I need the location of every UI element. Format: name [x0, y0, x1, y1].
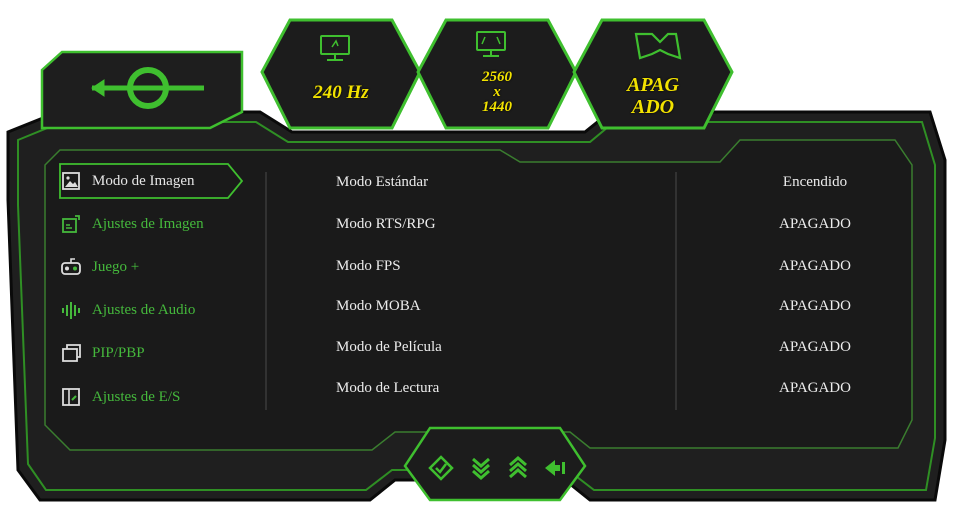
monitor-refresh-icon	[320, 35, 350, 61]
resolution-height: 1440	[482, 99, 512, 115]
mode-rts-rpg-value[interactable]: APAGADO	[779, 216, 851, 232]
gamepad-badge-icon	[634, 32, 682, 60]
sidebar-item-label: PIP/PBP	[92, 344, 145, 361]
sidebar-item-label: Ajustes de E/S	[92, 388, 181, 405]
selected-item-highlight	[59, 163, 244, 199]
sidebar-item-io-settings[interactable]: Ajustes de E/S	[60, 380, 260, 414]
up-icon[interactable]	[505, 455, 531, 481]
game-mode-line-1: APAG	[627, 74, 679, 96]
sidebar-item-picture-mode[interactable]: Modo de Imagen	[60, 164, 260, 198]
content-panel	[44, 139, 913, 451]
mode-movie-value[interactable]: APAGADO	[779, 339, 851, 355]
resolution-width: 2560	[482, 69, 512, 85]
sidebar-item-label: Modo de Imagen	[92, 172, 195, 189]
monitor-resolution-icon	[476, 31, 506, 57]
image-settings-icon	[62, 215, 80, 233]
down-icon[interactable]	[468, 455, 494, 481]
resolution-badge	[416, 18, 578, 130]
pip-icon	[62, 344, 81, 362]
refresh-rate-badge	[260, 18, 422, 130]
sidebar-item-label: Juego +	[92, 258, 140, 275]
sidebar-item-picture-settings[interactable]: Ajustes de Imagen	[60, 207, 260, 241]
input-output-icon	[62, 388, 80, 406]
sidebar-item-pip-pbp[interactable]: PIP/PBP	[60, 336, 260, 370]
brand-logo	[91, 67, 204, 109]
gamepad-icon	[61, 258, 81, 275]
mode-standard-value[interactable]: Encendido	[782, 174, 848, 190]
mode-movie[interactable]: Modo de Película	[336, 339, 442, 355]
game-mode-line-2: ADO	[631, 96, 675, 118]
bottom-nav-box	[403, 426, 587, 502]
audio-icon	[62, 302, 80, 319]
resolution-value: 2560 x 1440	[446, 70, 548, 115]
mode-rts-rpg[interactable]: Modo RTS/RPG	[336, 216, 436, 232]
game-mode-badge	[572, 18, 734, 130]
game-mode-value: APAG ADO	[602, 74, 704, 118]
resolution-x: x	[493, 84, 501, 100]
sidebar-item-audio-settings[interactable]: Ajustes de Audio	[60, 293, 260, 327]
sidebar-item-label: Ajustes de Imagen	[92, 215, 204, 232]
mode-standard[interactable]: Modo Estándar	[336, 174, 429, 190]
mode-moba-value[interactable]: APAGADO	[779, 298, 851, 314]
mode-reading[interactable]: Modo de Lectura	[336, 380, 440, 396]
refresh-rate-value: 240 Hz	[313, 82, 369, 103]
main-panel-glow	[17, 121, 936, 491]
sidebar-item-game-plus[interactable]: Juego +	[60, 250, 260, 284]
mode-reading-value[interactable]: APAGADO	[779, 380, 851, 396]
mode-moba[interactable]: Modo MOBA	[336, 298, 421, 314]
confirm-icon[interactable]	[428, 455, 454, 481]
mode-fps[interactable]: Modo FPS	[336, 258, 401, 274]
mode-fps-value[interactable]: APAGADO	[779, 258, 851, 274]
image-icon	[62, 172, 80, 190]
sidebar-item-label: Ajustes de Audio	[92, 301, 196, 318]
exit-icon[interactable]	[542, 455, 568, 481]
